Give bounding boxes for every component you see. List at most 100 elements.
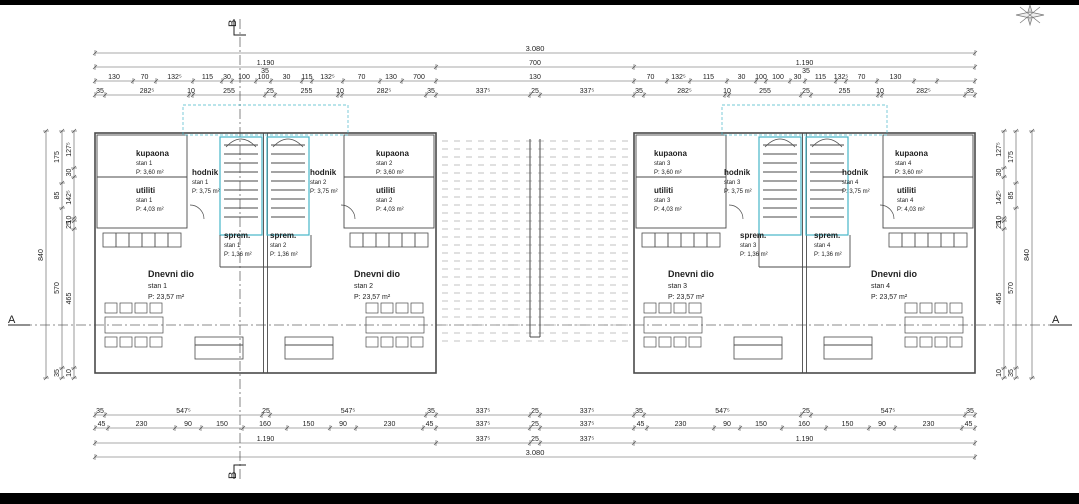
dim-top-row3-4: 30	[223, 74, 231, 81]
room-area-5: P: 3,60 m²	[376, 170, 404, 176]
dim-top-row3-12: 700	[413, 74, 425, 81]
room-area-16: P: 3,75 m²	[842, 189, 870, 195]
dim-top-row2-1: 700	[529, 60, 541, 67]
dim-left-outer: 840	[38, 249, 45, 261]
dim-bottom-row2-9: 337⁵	[476, 421, 491, 428]
room-area-13: P: 1,36 m²	[740, 252, 768, 258]
room-name-15: kupaona	[895, 149, 928, 158]
room-area-8: P: 1,36 m²	[270, 252, 298, 258]
dim-top-row3-19: 100	[772, 74, 784, 81]
dim-top-row3-5: 100	[238, 74, 250, 81]
dim-top-row2-2: 1.190	[796, 60, 814, 67]
building-outline	[94, 104, 976, 374]
dim-top-row4-16: 25	[802, 88, 810, 95]
room-name-13: sprem.	[740, 231, 766, 240]
dim-right-outer: 840	[1024, 249, 1031, 261]
room-area-9: P: 23,57 m²	[354, 294, 391, 301]
room-name-2: utiliti	[136, 186, 155, 195]
dim-bottom-row1-7: 337⁵	[580, 408, 595, 415]
dim-bottom-row3-0: 1.190	[257, 436, 275, 443]
room-area-11: P: 3,75 m²	[724, 189, 752, 195]
room-area-1: P: 3,75 m²	[192, 189, 220, 195]
dim-left-innermost-1: 30	[66, 169, 73, 177]
dim-bottom-row3-2: 25	[531, 436, 539, 443]
dim-top-row4-15: 255	[759, 88, 771, 95]
dim-bottom-row1-10: 25	[802, 408, 810, 415]
room-unit-17: stan 4	[897, 198, 914, 204]
dim-top-row3-18: 100	[755, 74, 767, 81]
dim-bottom-row2-7: 230	[384, 421, 396, 428]
dim-bottom-total: 3.080	[526, 448, 545, 457]
room-unit-0: stan 1	[136, 161, 153, 167]
room-area-19: P: 23,57 m²	[871, 294, 908, 301]
room-unit-19: stan 4	[871, 283, 890, 290]
dim-top-row3-8: 115	[301, 74, 312, 81]
room-name-4: Dnevni dio	[148, 269, 195, 279]
dim-bottom-row2-0: 45	[98, 421, 106, 428]
dim-bottom-row2-11: 337⁵	[580, 421, 595, 428]
dim-bottom-row2-6: 90	[339, 421, 347, 428]
dim-top-row4-2: 10	[187, 88, 195, 95]
dim-top-row3-14: 70	[647, 74, 655, 81]
dim-left-innermost-6: 10	[66, 369, 73, 377]
dim-top-row3-2: 132⁵	[167, 74, 182, 81]
room-name-17: utiliti	[897, 186, 916, 195]
room-name-10: kupaona	[654, 149, 687, 158]
dim-left-inner-1: 85	[54, 192, 61, 200]
room-area-2: P: 4,03 m²	[136, 207, 164, 213]
room-area-10: P: 3,60 m²	[654, 170, 682, 176]
dim-bottom-row2-17: 150	[842, 421, 854, 428]
dim-top-row3-1: 70	[141, 74, 149, 81]
dim-bottom-row1-5: 337⁵	[476, 408, 491, 415]
room-unit-2: stan 1	[136, 198, 153, 204]
dim-top-row3-24: 130	[890, 74, 902, 81]
room-area-7: P: 4,03 m²	[376, 207, 404, 213]
room-unit-1: stan 1	[192, 180, 209, 186]
section-mark-a-right: A	[1052, 314, 1060, 326]
dim-right-inner-0: 175	[1008, 151, 1015, 163]
dim-top-row4-17: 255	[839, 88, 851, 95]
dim-bottom-row2-8: 45	[426, 421, 434, 428]
dim-bottom-row1-9: 547⁵	[715, 408, 730, 415]
dim-left-innermost-3: 10	[66, 216, 73, 224]
room-name-6: hodnik	[310, 168, 337, 177]
dim-top-row4-10: 25	[531, 88, 539, 95]
dim-bottom-row1-12: 35	[966, 408, 974, 415]
dim-top-row3-9: 132⁵	[320, 74, 335, 81]
dim-bottom-row2-2: 90	[184, 421, 192, 428]
room-labels: kupaona stan 1 P: 3,60 m² hodnik stan 1 P: 3,…	[136, 149, 928, 301]
room-area-17: P: 4,03 m²	[897, 207, 925, 213]
dim-top-row3-16: 115	[703, 74, 714, 81]
dim-bottom-row3-4: 1.190	[796, 436, 814, 443]
room-area-15: P: 3,60 m²	[895, 170, 923, 176]
dimension-lines	[43, 50, 1035, 460]
dim-top-row2-sub: 35	[261, 68, 269, 75]
dim-right-innermost-4: 25	[996, 221, 1003, 229]
dim-bottom-row3-3: 337⁵	[580, 436, 595, 443]
room-unit-12: stan 3	[654, 198, 671, 204]
dim-top-row4-6: 10	[336, 88, 344, 95]
dimension-labels: 3.080 1.190 700 1.190 35 35 130 70 132⁵ 115 30 100 1…	[38, 44, 1031, 457]
dim-bottom-row1-3: 547⁵	[341, 408, 356, 415]
dim-bottom-row1-2: 25	[262, 408, 270, 415]
dim-top-row4-1: 282⁵	[140, 88, 155, 95]
section-mark-b-top: B	[227, 20, 239, 27]
room-name-0: kupaona	[136, 149, 169, 158]
room-name-14: Dnevni dio	[668, 269, 715, 279]
dim-left-inner-0: 175	[54, 151, 61, 163]
dim-top-row3-22: 132⁵	[834, 74, 849, 81]
dim-left-innermost-2: 142⁵	[66, 190, 73, 205]
dim-left-innermost-5: 465	[66, 293, 73, 305]
dim-bottom-row1-4: 35	[427, 408, 435, 415]
room-unit-3: stan 1	[224, 243, 241, 249]
dim-left-innermost-4: 25	[66, 221, 73, 229]
dim-bottom-row1-8: 35	[635, 408, 643, 415]
room-name-12: utiliti	[654, 186, 673, 195]
dim-top-row3-23: 70	[858, 74, 866, 81]
room-name-19: Dnevni dio	[871, 269, 918, 279]
dim-bottom-row2-3: 150	[216, 421, 228, 428]
room-area-14: P: 23,57 m²	[668, 294, 705, 301]
section-marks	[8, 19, 1072, 479]
